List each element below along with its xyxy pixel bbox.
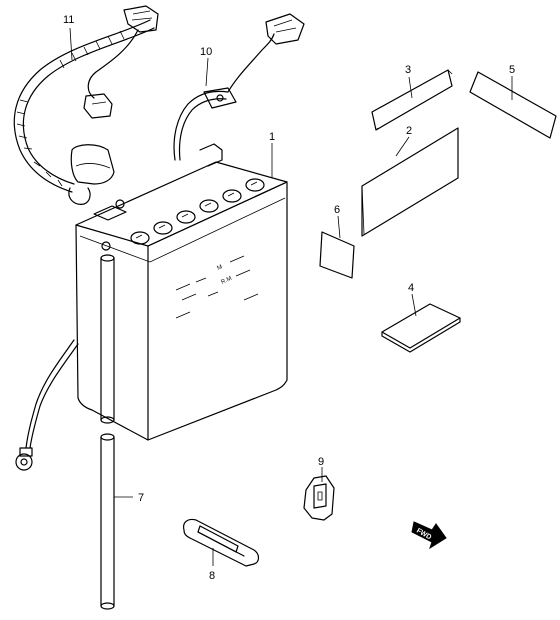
callout-numbers: 1 2 3 4 5 6 7 8 9 10 11 xyxy=(63,14,515,582)
part-2-label-sheet xyxy=(361,127,459,237)
part-9-clamp xyxy=(303,475,335,521)
battery-lower-mark: R.M xyxy=(220,276,232,286)
part-7-breather-hose xyxy=(100,254,115,610)
part-8-retaining-band xyxy=(183,518,260,567)
callout-11: 11 xyxy=(63,14,74,26)
part-5-label xyxy=(469,71,557,139)
part-11-battery-cable xyxy=(13,5,159,205)
part-10-harness-lead xyxy=(173,13,305,161)
callout-2: 2 xyxy=(406,125,412,137)
part-6-small-label xyxy=(319,231,355,279)
callout-9: 9 xyxy=(318,456,324,468)
part-3-label xyxy=(371,69,453,131)
part-4-card xyxy=(381,303,461,353)
callout-4: 4 xyxy=(408,282,414,294)
negative-lead xyxy=(15,339,79,471)
battery-cell-caps xyxy=(130,178,265,245)
part-1-battery: M R.M xyxy=(75,143,288,441)
callout-6: 6 xyxy=(334,204,340,216)
callout-5: 5 xyxy=(509,64,515,76)
callout-1: 1 xyxy=(269,131,275,143)
callout-8: 8 xyxy=(209,570,215,582)
callout-3: 3 xyxy=(405,64,411,76)
fwd-arrow-icon: FWD xyxy=(411,521,447,550)
leader-lines xyxy=(69,27,513,566)
battery-upper-mark: M xyxy=(216,264,223,272)
callout-7: 7 xyxy=(138,492,144,504)
callout-10: 10 xyxy=(200,46,212,58)
